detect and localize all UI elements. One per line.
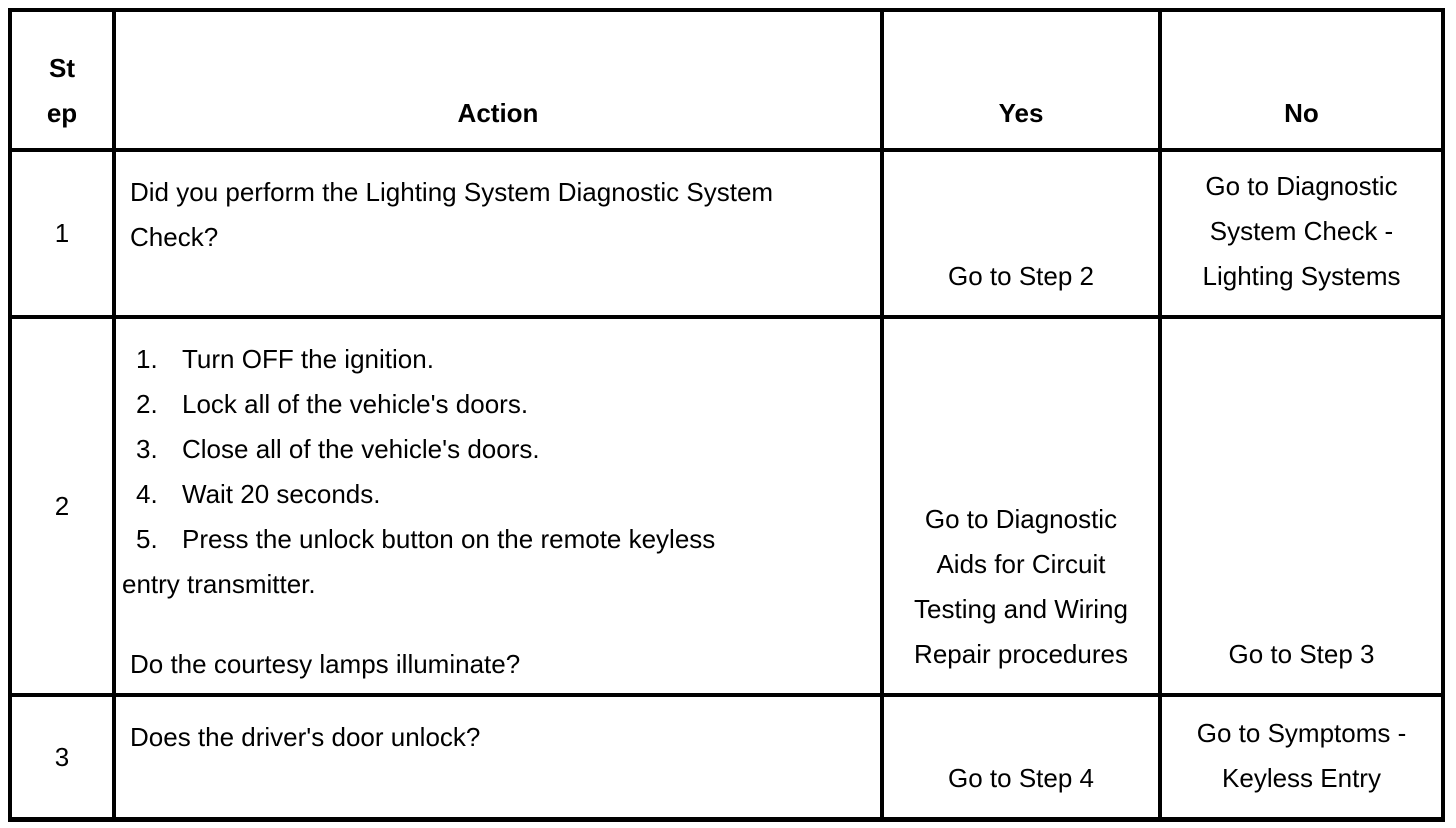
blank-spacer: [122, 607, 862, 642]
step-number: 3: [54, 741, 70, 772]
list-item-text: Close all of the vehicle's doors.: [182, 434, 540, 464]
list-item: 2. Lock all of the vehicle's doors.: [122, 382, 862, 427]
list-item-text: Turn OFF the ignition.: [182, 344, 434, 374]
header-cell-step: St ep: [12, 12, 112, 148]
header-label-step: St ep: [46, 53, 78, 128]
no-cell-3: Go to Symptoms - Keyless Entry: [1162, 697, 1441, 817]
header-label-no: No: [1284, 98, 1319, 128]
header-cell-no: No: [1162, 12, 1441, 148]
step-number: 1: [54, 218, 70, 248]
yes-text: Go to Diagnostic Aids for Circuit Testin…: [914, 504, 1128, 669]
action-cell-1: Did you perform the Lighting System Diag…: [116, 152, 880, 315]
header-cell-yes: Yes: [884, 12, 1158, 148]
no-cell-1: Go to Diagnostic System Check - Lighting…: [1162, 152, 1441, 315]
diagnostic-steps-table: St ep Action Yes No 1 Did you perform th…: [8, 8, 1445, 822]
action-cell-3: Does the driver's door unlock?: [116, 697, 880, 817]
no-text: Go to Step 3: [1228, 639, 1375, 669]
list-item-number: 2.: [136, 389, 158, 419]
action-cell-2: 1. Turn OFF the ignition. 2. Lock all of t…: [116, 319, 880, 693]
header-label-action: Action: [457, 98, 539, 128]
list-item-number: 3.: [136, 434, 158, 464]
no-text: Go to Symptoms - Keyless Entry: [1196, 718, 1407, 793]
list-item-text: Wait 20 seconds.: [182, 479, 381, 509]
yes-text: Go to Step 4: [948, 763, 1094, 793]
list-item-text: Press the unlock button on the remote ke…: [182, 524, 716, 554]
step-number: 2: [54, 490, 70, 521]
action-question: Do the courtesy lamps illuminate?: [130, 649, 521, 679]
step-cell-1: 1: [12, 152, 112, 315]
list-item-number: 4.: [136, 479, 158, 509]
list-item-continuation: entry transmitter.: [122, 569, 316, 599]
yes-cell-2: Go to Diagnostic Aids for Circuit Testin…: [884, 319, 1158, 693]
list-item: 5. Press the unlock button on the remote …: [122, 517, 862, 562]
header-label-yes: Yes: [998, 98, 1044, 128]
yes-cell-3: Go to Step 4: [884, 697, 1158, 817]
list-item: 1. Turn OFF the ignition.: [122, 337, 862, 382]
list-item-text: Lock all of the vehicle's doors.: [182, 389, 529, 419]
list-item: 4. Wait 20 seconds.: [122, 472, 862, 517]
yes-cell-1: Go to Step 2: [884, 152, 1158, 315]
action-text: Does the driver's door unlock?: [130, 722, 481, 752]
no-cell-2: Go to Step 3: [1162, 319, 1441, 693]
no-text: Go to Diagnostic System Check - Lighting…: [1202, 171, 1401, 291]
step-cell-3: 3: [12, 697, 112, 817]
list-item-number: 5.: [136, 524, 158, 554]
step-cell-2: 2: [12, 319, 112, 693]
list-item-number: 1.: [136, 344, 158, 374]
yes-text: Go to Step 2: [948, 261, 1094, 291]
header-cell-action: Action: [116, 12, 880, 148]
list-item: 3. Close all of the vehicle's doors.: [122, 427, 862, 472]
action-text: Did you perform the Lighting System Diag…: [130, 177, 774, 252]
